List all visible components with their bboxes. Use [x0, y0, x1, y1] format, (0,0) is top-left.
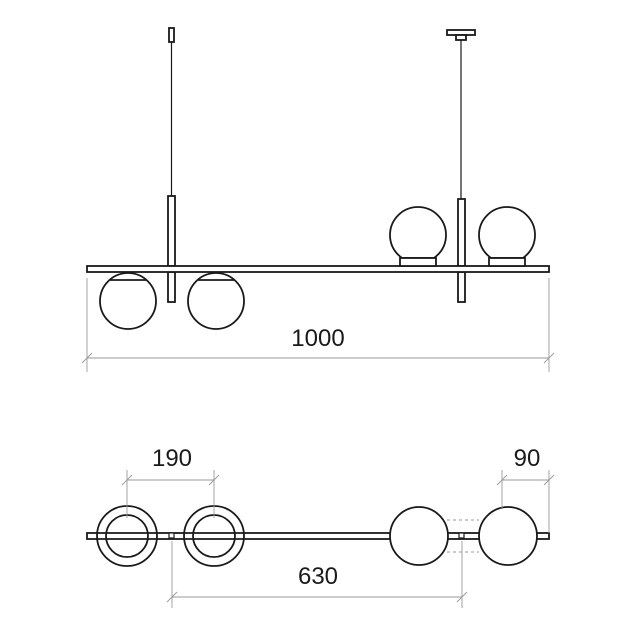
- plan-right-rod-marker: [458, 532, 465, 539]
- dimension-tick-left: [496, 474, 508, 486]
- dimension-globe-spacing: 190: [121, 445, 220, 518]
- right-lower-rod: [457, 271, 466, 303]
- standing-globe-right-2: [478, 206, 536, 267]
- dimension-tick-left: [166, 591, 178, 603]
- globe-inner-ring: [192, 514, 236, 558]
- dimension-label-globe-diameter: 90: [514, 445, 541, 472]
- dimension-tick-right: [543, 352, 555, 364]
- dimension-canopy-spacing: 630: [166, 541, 468, 608]
- plan-left-rod-marker: [168, 532, 175, 539]
- hanging-globe-left-2: [187, 272, 245, 330]
- plan-globe-left-1: [96, 505, 158, 567]
- plan-view: 190 90 630: [86, 445, 555, 608]
- plan-globe-right-1: [389, 506, 449, 566]
- dimension-label-globe-spacing: 190: [152, 445, 192, 472]
- left-suspension: [167, 27, 176, 303]
- plan-horizontal-bar: [86, 532, 550, 540]
- horizontal-bar: [86, 265, 550, 273]
- globe-outline: [478, 206, 536, 264]
- plan-dashed-connector: [447, 519, 479, 553]
- dimension-tick-left: [121, 474, 133, 486]
- dimension-tick-right: [208, 474, 220, 486]
- dimension-tick-right: [543, 474, 555, 486]
- globe-inner-ring: [105, 514, 149, 558]
- front-elevation-view: 1000: [81, 27, 555, 372]
- left-upper-rod: [167, 195, 176, 267]
- right-canopy-neck: [455, 34, 467, 41]
- globe-outline: [99, 272, 157, 330]
- right-suspension: [446, 29, 476, 303]
- dimension-total-length: 1000: [81, 278, 555, 372]
- plan-globe-right-2: [478, 506, 538, 566]
- left-ceiling-anchor: [168, 27, 175, 43]
- left-lower-rod: [167, 271, 176, 303]
- dimension-globe-diameter: 90: [496, 445, 555, 533]
- dimension-tick-right: [456, 591, 468, 603]
- globe-outline: [187, 272, 245, 330]
- dimension-tick-left: [81, 352, 93, 364]
- globe-holder: [399, 257, 437, 267]
- standing-globe-right-1: [389, 206, 447, 267]
- dimension-label-total-length: 1000: [291, 325, 344, 352]
- right-upper-rod: [457, 198, 466, 267]
- globe-outline: [389, 206, 447, 264]
- globe-holder: [488, 257, 526, 267]
- dimension-label-canopy-spacing: 630: [298, 563, 338, 590]
- hanging-globe-left-1: [99, 272, 157, 330]
